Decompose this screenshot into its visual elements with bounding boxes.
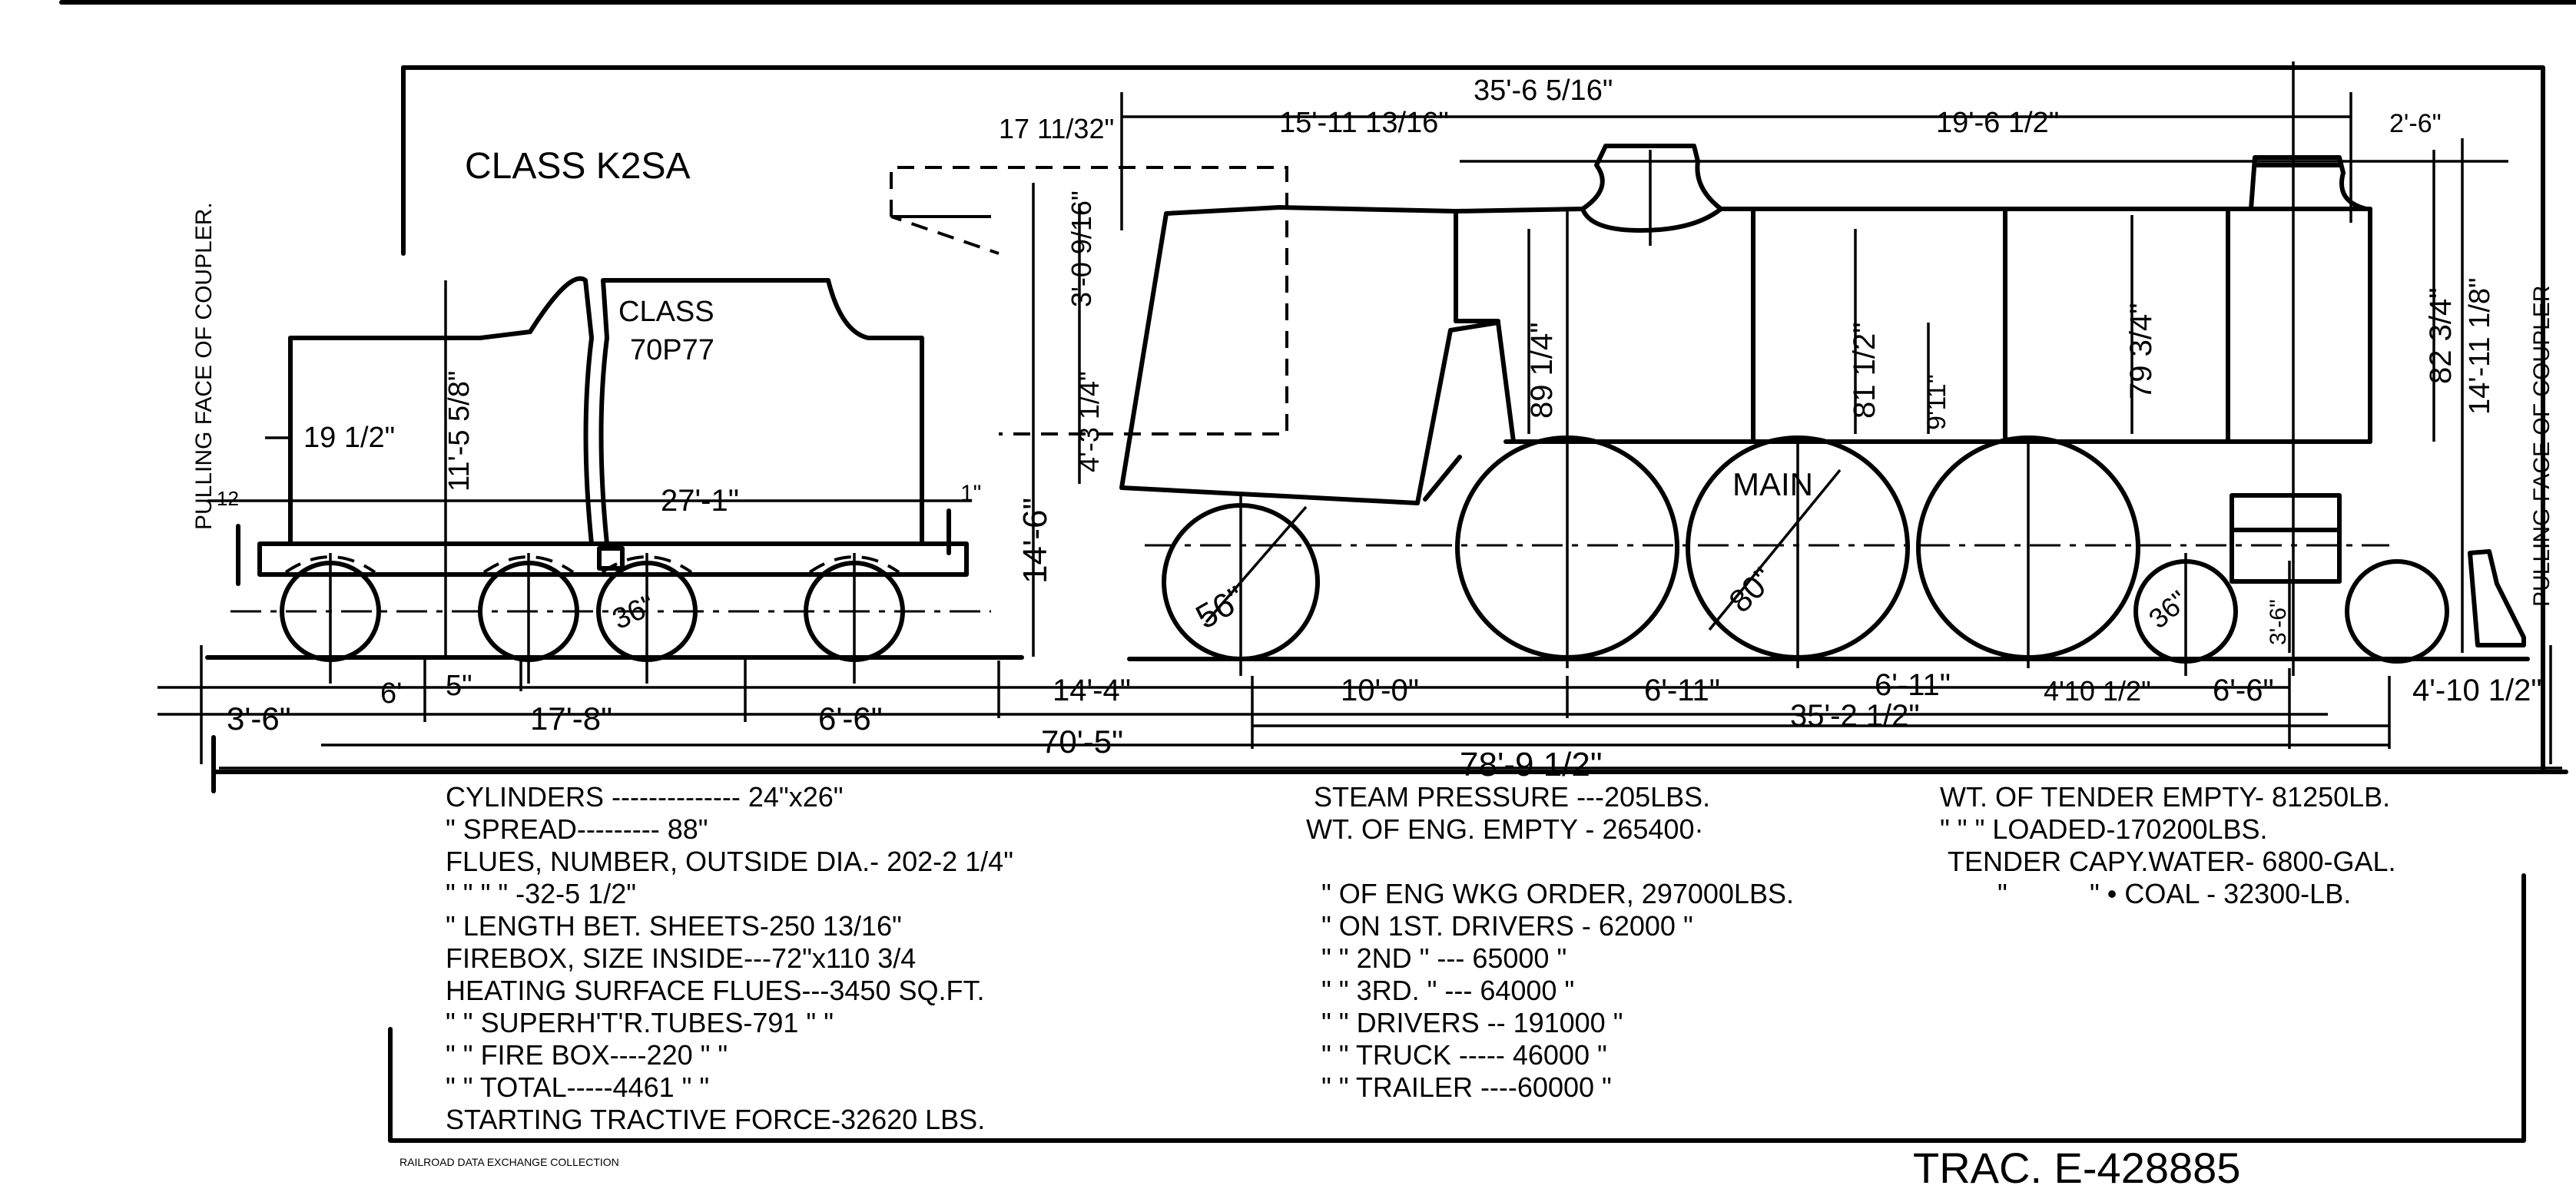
- dim-70-5: 70'-5": [1041, 724, 1123, 760]
- dim-4-10-a: 4'10 1/2": [2044, 675, 2151, 707]
- spec-col2-line: " ON 1ST. DRIVERS - 62000 ": [1321, 910, 1693, 942]
- dim-35-2: 35'-2 1/2": [1790, 699, 1920, 733]
- dim-36-tender-wheel: 36": [608, 589, 660, 637]
- right-coupler-note: PULLING FACE OF COUPLER: [2529, 286, 2554, 607]
- main-rod-label: MAIN: [1732, 466, 1813, 502]
- spec-col2-line: WT. OF ENG. EMPTY - 265400·: [1306, 813, 1703, 845]
- dim-82: 82 3/4": [2424, 288, 2458, 384]
- dim-35-6: 35'-6 5/16": [1474, 75, 1613, 107]
- tender-wheels: [280, 553, 905, 684]
- dim-12: 12: [217, 487, 239, 510]
- left-coupler-note: PULLING FACE OF COUPLER.: [191, 202, 217, 530]
- dim-11-5: 11'-5 5/8": [443, 371, 476, 492]
- dim-2-6: 2'-6": [2389, 109, 2442, 138]
- spec-col2-line: " " 2ND " --- 65000 ": [1321, 942, 1566, 974]
- dim-4-10-b: 4'-10 1/2": [2412, 674, 2542, 707]
- spec-col1-line: " SPREAD--------- 88": [446, 813, 708, 845]
- dim-4-3: 4'-3 1/4": [1073, 371, 1105, 472]
- collection-credit: RAILROAD DATA EXCHANGE COLLECTION: [399, 1156, 619, 1168]
- spec-col1-line: CYLINDERS -------------- 24"x26": [446, 781, 844, 813]
- dim-10-0: 10'-0": [1341, 674, 1419, 707]
- locomotive: [1119, 144, 2530, 661]
- engine-class-label: CLASS K2SA: [465, 146, 690, 187]
- dim-6-6-engine: 6'-6": [2213, 674, 2274, 707]
- dim-79: 79 3/4": [2124, 303, 2158, 399]
- dim-6: 6': [380, 677, 402, 710]
- dimension-lines: [157, 92, 2562, 770]
- spec-col3-line: WT. OF TENDER EMPTY- 81250LB.: [1940, 781, 2390, 813]
- dim-17-11: 17 11/32": [999, 113, 1114, 144]
- dim-3-0: 3'-0 9/16": [1066, 190, 1097, 307]
- dim-56-truck-wheel: 56": [1190, 579, 1252, 637]
- dim-80-driver: 80": [1722, 561, 1781, 620]
- tender-class-number: 70P77: [630, 334, 714, 366]
- dim-14-11: 14'-11 1/8": [2464, 278, 2496, 416]
- spec-col3-line: TENDER CAPY.WATER- 6800-GAL.: [1948, 846, 2396, 877]
- spec-col1-line: " " SUPERH'T'R.TUBES-791 " ": [446, 1007, 834, 1038]
- spec-col3-line: " • COAL - 32300-LB.: [2090, 878, 2351, 909]
- frame: [59, 0, 2576, 1143]
- spec-col2-line: " " TRUCK ----- 46000 ": [1321, 1039, 1607, 1071]
- dim-81: 81 1/2": [1848, 323, 1881, 419]
- spec-col3-line: " " " LOADED-170200LBS.: [1940, 813, 2268, 845]
- spec-col1-line: " LENGTH BET. SHEETS-250 13/16": [446, 910, 902, 942]
- spec-col1-line: " " FIRE BOX----220 " ": [446, 1039, 728, 1071]
- dim-19-6: 19'-6 1/2": [1936, 107, 2059, 139]
- tender-class-label: CLASS: [618, 296, 714, 328]
- dim-6-11-a: 6'-11": [1644, 674, 1720, 707]
- dim-27-1: 27'-1": [661, 484, 739, 518]
- tracing-number: TRAC. E-428885: [1913, 1144, 2240, 1192]
- dim-14-4: 14'-4": [1053, 674, 1131, 707]
- spec-col1-line: FLUES, NUMBER, OUTSIDE DIA.- 202-2 1/4": [446, 846, 1013, 877]
- dim-89: 89 1/4": [1525, 323, 1559, 419]
- spec-col2-line: " " TRAILER ----60000 ": [1321, 1071, 1612, 1103]
- clearance-outline: [890, 166, 1288, 435]
- spec-col1-line: STARTING TRACTIVE FORCE-32620 LBS.: [446, 1104, 985, 1135]
- spec-table: CYLINDERS -------------- 24"x26" " SPREA…: [446, 781, 2396, 1135]
- dim-19-half: 19 1/2": [303, 422, 395, 454]
- spec-col1-line: FIREBOX, SIZE INSIDE---72"x110 3/4: [446, 942, 916, 974]
- dim-1: 1": [960, 481, 981, 506]
- dim-6-11-b: 6'-11": [1875, 668, 1951, 702]
- dim-5: 5": [446, 670, 472, 702]
- dim-6-6-tender: 6'-6": [818, 700, 883, 737]
- spec-col1-line: HEATING SURFACE FLUES---3450 SQ.FT.: [446, 975, 984, 1006]
- dim-3-6-vertical: 3'-6": [2266, 599, 2291, 645]
- dim-78-9: 78'-9 1/2": [1460, 746, 1602, 783]
- diagram-labels: CLASS K2SA CLASS 70P77 PULLING FACE OF C…: [191, 75, 2554, 783]
- spec-col2-line: " OF ENG WKG ORDER, 297000LBS.: [1321, 878, 1794, 909]
- dim-14-6: 14'-6": [1016, 498, 1054, 584]
- spec-col1-line: " " TOTAL-----4461 " ": [446, 1071, 709, 1103]
- tender-front-wheel: [2345, 559, 2449, 664]
- spec-col2-line: STEAM PRESSURE ---205LBS.: [1314, 781, 1710, 813]
- spec-col3-line: ": [1997, 878, 2007, 909]
- dim-17-8: 17'-8": [530, 700, 612, 737]
- spec-col2-line: " " DRIVERS -- 191000 ": [1321, 1007, 1623, 1038]
- dim-15-11: 15'-11 13/16": [1279, 107, 1449, 139]
- spec-col2-line: " " 3RD. " --- 64000 ": [1321, 975, 1574, 1006]
- spec-col1-line: " " " " -32-5 1/2": [446, 878, 636, 909]
- dim-3-6: 3'-6": [227, 700, 291, 737]
- dim-9-11: 9'11": [1922, 374, 1951, 430]
